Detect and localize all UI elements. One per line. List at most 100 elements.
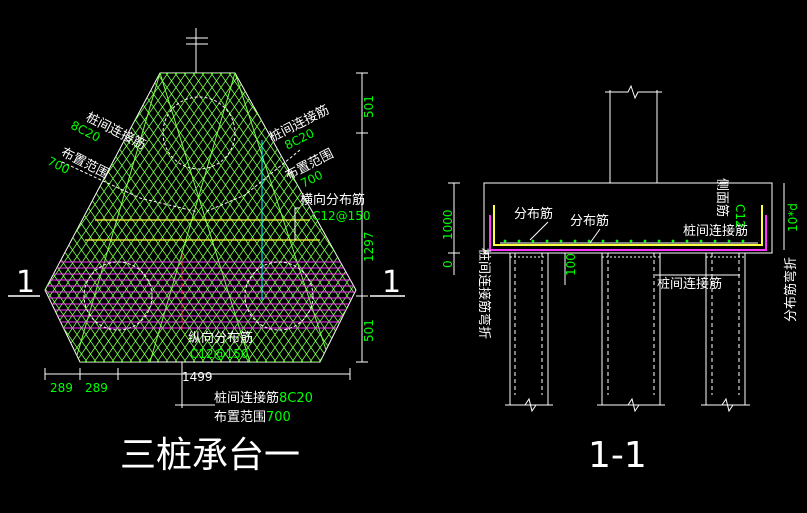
hatch-line	[147, 73, 349, 362]
hatch-line	[45, 73, 124, 362]
hatch-line	[102, 73, 304, 362]
hatch-line	[255, 73, 356, 362]
pile-1	[509, 253, 549, 406]
pile-2	[601, 253, 661, 406]
section-1-1: 1000 0 桩间连接筋弯折 100 分布筋 分布筋 桩间连接筋 桩间连接筋 侧…	[441, 84, 800, 476]
pile-3	[705, 253, 746, 406]
hatch-line	[45, 73, 88, 362]
section-label-dist-2: 分布筋	[570, 213, 609, 229]
rebar-dot	[671, 239, 675, 243]
pile-left	[83, 261, 153, 331]
rebar-dot	[685, 239, 689, 243]
cap-section	[483, 182, 773, 254]
pile-1-break	[505, 397, 553, 413]
rebar-dot	[573, 239, 577, 243]
dim-bottom-2: 289	[85, 381, 108, 395]
section-label-pile-conn-bottom: 桩间连接筋	[657, 276, 722, 292]
dim-right-mid: 1297	[362, 231, 376, 262]
rebar-dot	[657, 239, 661, 243]
longitudinal-val: C12@150	[190, 347, 249, 361]
section-mark-right: 1	[382, 265, 401, 300]
hatch-line	[129, 73, 331, 362]
dim-bottom-total: 1499	[182, 370, 213, 384]
hatch-line	[309, 73, 356, 362]
dim-right-bot: 501	[362, 319, 376, 342]
plan-title: 三桩承台一	[120, 435, 300, 476]
transverse-val: C12@150	[312, 209, 371, 223]
hatch-line	[45, 73, 61, 362]
pile-2-break	[597, 397, 665, 413]
rebar-yellow	[493, 205, 763, 246]
hatch-line	[210, 73, 356, 362]
section-dim-height: 1000	[441, 209, 455, 240]
hatch-line	[45, 73, 205, 362]
bottom-label-2: 布置范围700	[214, 410, 291, 425]
pile-3-break	[701, 397, 750, 413]
section-label-right-dim: 10*d	[786, 203, 800, 232]
hatch-line	[45, 73, 142, 362]
section-label-side: 侧面筋	[714, 178, 730, 217]
section-label-pile-conn: 桩间连接筋	[683, 223, 748, 239]
hatch-line	[45, 73, 196, 362]
dim-bottom-1: 289	[50, 381, 73, 395]
transverse-label: 横向分布筋	[300, 192, 365, 208]
hatch-line	[282, 73, 356, 362]
hatch-line	[300, 73, 356, 362]
rebar-dot	[601, 239, 605, 243]
hatch-line	[174, 73, 356, 362]
hatch-line	[138, 73, 340, 362]
rebar-dot	[517, 239, 521, 243]
transverse-leader	[294, 207, 300, 240]
rebar-dot	[545, 239, 549, 243]
hatch-line	[45, 73, 160, 362]
hatch-line	[45, 73, 88, 362]
rebar-dot	[531, 239, 535, 243]
hatch-line	[156, 73, 356, 362]
hatch-line	[165, 73, 356, 362]
leader-dist-2	[589, 228, 601, 244]
rebar-dot	[559, 239, 563, 243]
leader-right	[204, 149, 301, 213]
pile-right	[244, 261, 314, 331]
rebar-dot	[503, 239, 507, 243]
rebar-dot	[587, 239, 591, 243]
hatch-line	[120, 73, 322, 362]
rebar-dot	[615, 239, 619, 243]
hatch-line	[45, 73, 97, 362]
hatch-line	[45, 73, 187, 362]
rebar-dot	[727, 239, 731, 243]
section-title: 1-1	[588, 435, 647, 476]
hatch-line	[45, 73, 133, 362]
leader-dist-1	[529, 221, 549, 241]
section-label-side-val: C12	[733, 204, 747, 228]
hatch-line	[201, 73, 356, 362]
section-label-right-vertical: 分布筋弯折	[783, 257, 799, 322]
hatch-line	[45, 73, 160, 362]
pile-connection-band-horizontal	[45, 261, 356, 329]
section-dim-zero: 0	[441, 260, 455, 268]
section-dim-100: 100	[564, 253, 578, 276]
pile-cap-plan: 1 1 501 1297 501 289 289 1499 桩间连接筋 8C20…	[8, 28, 405, 476]
rebar-magenta	[489, 215, 767, 251]
hatch-line	[111, 73, 313, 362]
hatch-line	[45, 73, 61, 362]
rebar-dot	[699, 239, 703, 243]
hatch-line	[192, 73, 356, 362]
hatch-line	[273, 73, 356, 362]
leader-left	[61, 161, 199, 213]
hatch-line	[45, 73, 115, 362]
hatch-line	[291, 73, 356, 362]
section-label-dist-1: 分布筋	[514, 206, 553, 222]
section-mark-left: 1	[16, 265, 35, 300]
rebar-dot	[643, 239, 647, 243]
rebar-dot	[713, 239, 717, 243]
bottom-label-1: 桩间连接筋8C20	[214, 390, 313, 406]
pile-top	[162, 96, 236, 170]
hatch-line	[264, 73, 356, 362]
column-break	[605, 84, 662, 100]
hatch-line	[45, 73, 106, 362]
longitudinal-label: 纵向分布筋	[188, 330, 253, 346]
hatch-line	[45, 73, 97, 362]
rebar-dot	[741, 239, 745, 243]
